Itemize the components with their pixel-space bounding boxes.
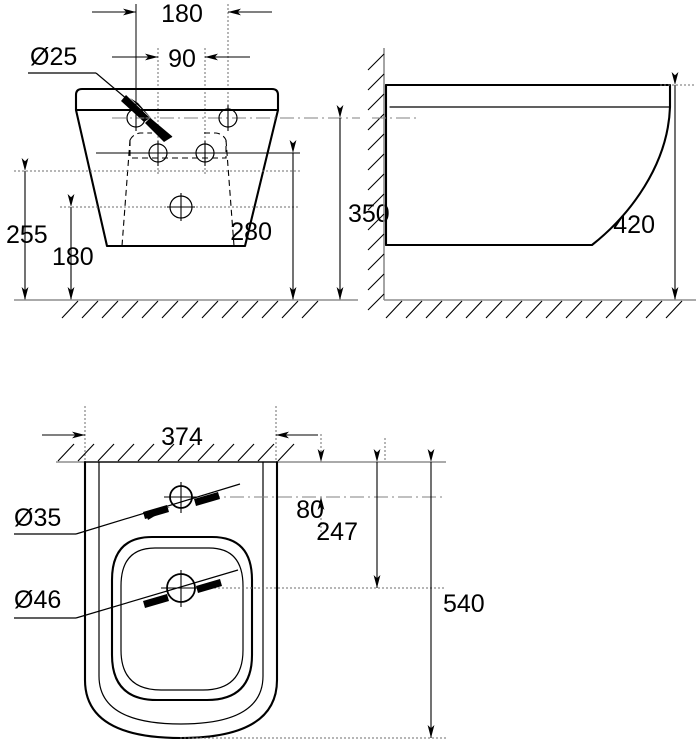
plan-wall-hatch xyxy=(56,443,446,463)
hole-upper-right xyxy=(218,105,238,131)
plan-centerlines xyxy=(180,496,446,739)
dim-label-front-350: 350 xyxy=(348,200,390,228)
dim-front-180-left: 180 xyxy=(52,194,94,300)
dim-side-420: 420 xyxy=(613,72,694,300)
dim-front-width-90: 90 xyxy=(112,45,250,73)
dim-label-front-90-top: 90 xyxy=(168,45,196,73)
dim-plan-80: 80 xyxy=(296,434,325,540)
dim-label-plan-374: 374 xyxy=(161,423,203,451)
side-wall-hatch xyxy=(367,48,385,311)
side-ground-hatch xyxy=(384,299,696,319)
plan-inner-basin xyxy=(110,535,254,702)
dim-label-plan-dia35: Ø35 xyxy=(14,504,61,532)
hole-upper-left xyxy=(126,105,146,131)
dim-front-dia-25: Ø25 xyxy=(28,43,173,142)
front-bowl-outline xyxy=(74,87,280,248)
dim-label-front-180-left: 180 xyxy=(52,243,94,271)
side-bowl-outline xyxy=(384,83,672,247)
dim-label-plan-80: 80 xyxy=(296,496,324,524)
front-fixing-holes xyxy=(126,105,238,221)
dim-label-front-255: 255 xyxy=(6,221,48,249)
dim-plan-dia-35: Ø35 xyxy=(14,483,241,535)
dim-plan-247: 247 xyxy=(316,449,381,588)
dim-plan-374: 374 xyxy=(42,423,318,451)
hole-lower-right xyxy=(193,141,218,166)
dim-label-front-dia25: Ø25 xyxy=(30,43,77,71)
dim-front-width-180: 180 xyxy=(92,0,272,28)
dim-label-side-420: 420 xyxy=(613,211,655,239)
front-hidden-detail xyxy=(121,132,235,247)
dim-label-front-180-top: 180 xyxy=(161,0,203,28)
dim-plan-dia-46: Ø46 xyxy=(14,569,239,619)
hole-lower-left xyxy=(146,141,171,166)
dim-label-front-280: 280 xyxy=(230,218,272,246)
dim-label-plan-540: 540 xyxy=(443,590,485,618)
dim-plan-540: 540 xyxy=(427,449,485,738)
front-elevation-view: 180 90 Ø25 xyxy=(6,0,390,319)
dim-front-280: 280 xyxy=(230,140,297,300)
dim-label-plan-247: 247 xyxy=(316,518,358,546)
hole-outlet-center xyxy=(167,193,195,221)
dim-front-350: 350 xyxy=(336,105,390,300)
front-ground-hatch xyxy=(14,299,358,319)
side-elevation-view: 420 xyxy=(367,48,696,319)
dim-label-plan-dia46: Ø46 xyxy=(14,586,61,614)
plan-hole-dia46 xyxy=(161,570,201,607)
plan-view: 374 xyxy=(14,406,485,740)
plan-hole-dia35 xyxy=(164,482,198,513)
dim-front-255: 255 xyxy=(6,158,48,300)
